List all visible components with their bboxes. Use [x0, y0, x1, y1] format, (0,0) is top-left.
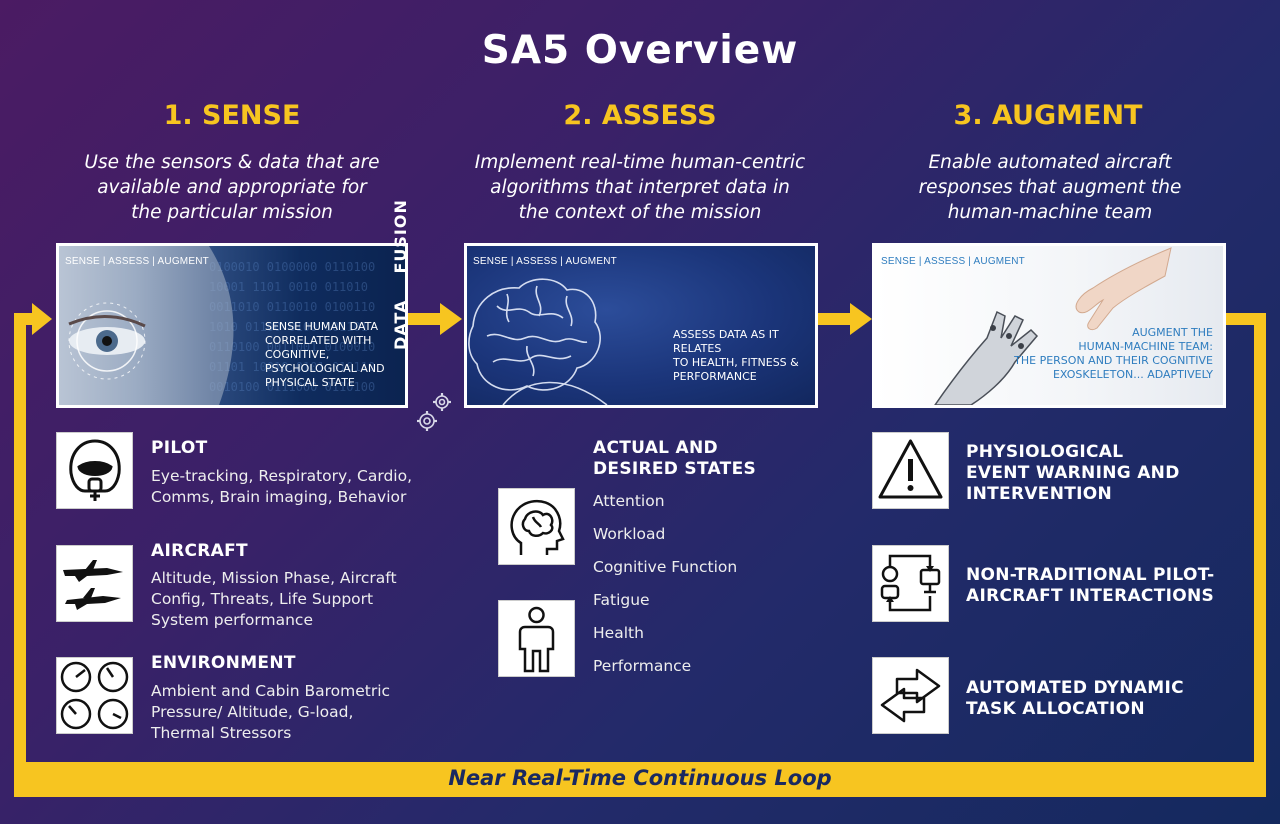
pilot-aircraft-interaction-icon	[872, 545, 949, 622]
description-line: Altitude, Mission Phase, Aircraft	[151, 569, 397, 587]
label-line: AUTOMATED DYNAMIC	[966, 678, 1184, 698]
panel-tag: SENSE | ASSESS | AUGMENT	[65, 256, 209, 267]
state-item: Health	[593, 624, 644, 642]
caption-line: AUGMENT THE	[1132, 326, 1213, 339]
sense-description: Use the sensors & data that are availabl…	[42, 150, 422, 225]
augment-description-line: responses that augment the	[918, 177, 1182, 198]
panel-tag: SENSE | ASSESS | AUGMENT	[881, 256, 1025, 267]
continuous-loop-label: Near Real-Time Continuous Loop	[448, 766, 832, 790]
warning-triangle-icon	[872, 432, 949, 509]
state-item: Fatigue	[593, 591, 650, 609]
sense-description-line: Use the sensors & data that are	[84, 152, 380, 173]
fighter-jets-icon	[56, 545, 133, 622]
assess-heading: 2. ASSESS	[563, 100, 717, 131]
svg-text:10001 1101 0010 011010: 10001 1101 0010 011010	[209, 280, 368, 294]
aircraft-heading: AIRCRAFT	[151, 541, 248, 561]
sense-image-panel: 0100010 0100000 0110100 10001 1101 0010 …	[56, 243, 408, 408]
augment-description-line: human-machine team	[947, 202, 1153, 223]
panel-tag: SENSE | ASSESS | AUGMENT	[473, 256, 617, 267]
description-line: Comms, Brain imaging, Behavior	[151, 488, 407, 506]
description-line: System performance	[151, 611, 313, 629]
caption-line: SENSE HUMAN DATA	[265, 320, 378, 333]
assess-description-line: algorithms that interpret data in	[490, 177, 790, 198]
augment-description: Enable automated aircraft responses that…	[860, 150, 1240, 225]
label-line: AIRCRAFT INTERACTIONS	[966, 586, 1215, 606]
human-figure-icon	[498, 600, 575, 677]
augment-description-line: Enable automated aircraft	[928, 152, 1172, 173]
state-item: Cognitive Function	[593, 558, 738, 576]
caption-line: ASSESS DATA AS IT RELATES	[673, 328, 779, 355]
caption-line: PSYCHOLOGICAL AND	[265, 362, 385, 375]
pilot-helmet-icon	[56, 432, 133, 509]
non-traditional-interactions-label: NON-TRADITIONAL PILOT- AIRCRAFT INTERACT…	[966, 565, 1214, 607]
augment-heading: 3. AUGMENT	[953, 100, 1143, 131]
gauges-icon	[56, 657, 133, 734]
label-line: EVENT WARNING AND	[966, 463, 1180, 483]
label-line: PHYSIOLOGICAL	[966, 442, 1124, 462]
description-line: Eye-tracking, Respiratory, Cardio,	[151, 467, 413, 485]
environment-heading: ENVIRONMENT	[151, 653, 296, 673]
sense-heading: 1. SENSE	[163, 100, 301, 131]
svg-text:0010100 0111000 0110100: 0010100 0111000 0110100	[209, 380, 375, 394]
caption-line: PHYSICAL STATE	[265, 376, 355, 389]
state-item: Performance	[593, 657, 692, 675]
svg-text:0100010 0100000 0110100: 0100010 0100000 0110100	[209, 260, 375, 274]
brain-head-icon	[498, 488, 575, 565]
svg-text:1010 01100 0100 101101: 1010 01100 0100 101101	[209, 320, 368, 334]
sense-description-line: available and appropriate for	[97, 177, 367, 198]
sense-panel-caption: SENSE HUMAN DATA CORRELATED WITH COGNITI…	[265, 320, 405, 390]
page-title: SA5 Overview	[481, 28, 799, 73]
label-line: TASK ALLOCATION	[966, 699, 1145, 719]
label-line: INTERVENTION	[966, 484, 1113, 504]
assess-description: Implement real-time human-centric algori…	[440, 150, 840, 225]
svg-text:0011010 0110010 0100110: 0011010 0110010 0100110	[209, 300, 375, 314]
caption-line: TO HEALTH, FITNESS &	[673, 356, 799, 369]
description-line: Config, Threats, Life Support	[151, 590, 374, 608]
caption-line: CORRELATED WITH COGNITIVE,	[265, 334, 372, 361]
states-heading: ACTUAL AND DESIRED STATES	[593, 438, 756, 480]
assess-panel-caption: ASSESS DATA AS IT RELATES TO HEALTH, FIT…	[673, 328, 815, 384]
svg-text:0110100 0011001 0100010: 0110100 0011001 0100010	[209, 340, 375, 354]
brain-illustration	[468, 278, 608, 405]
description-line: Pressure/ Altitude, G-load,	[151, 703, 354, 721]
state-item: Attention	[593, 492, 665, 510]
data-fusion-label: DATA FUSION	[383, 199, 417, 350]
caption-line: PERFORMANCE	[673, 370, 757, 383]
state-item: Workload	[593, 525, 666, 543]
data-fusion-word: DATA	[390, 299, 410, 350]
augment-image-panel: SENSE | ASSESS | AUGMENT AUGMENT THE HUM…	[872, 243, 1226, 408]
caption-line: EXOSKELETON... ADAPTIVELY	[1052, 368, 1213, 381]
assess-description-line: Implement real-time human-centric	[474, 152, 806, 173]
aircraft-description: Altitude, Mission Phase, Aircraft Config…	[151, 568, 397, 631]
task-allocation-label: AUTOMATED DYNAMIC TASK ALLOCATION	[966, 678, 1184, 720]
eye-face-illustration: 0100010 0100000 0110100 10001 1101 0010 …	[59, 246, 375, 405]
pilot-description: Eye-tracking, Respiratory, Cardio, Comms…	[151, 466, 412, 508]
svg-text:01101 10010 0101 010110: 01101 10010 0101 010110	[209, 360, 375, 374]
caption-line: THE PERSON AND THEIR COGNITIVE	[1014, 354, 1213, 367]
environment-description: Ambient and Cabin Barometric Pressure/ A…	[151, 681, 390, 744]
robot-human-hands-illustration	[934, 247, 1172, 405]
augment-panel-caption: AUGMENT THE HUMAN-MACHINE TEAM: THE PERS…	[1014, 326, 1213, 382]
data-fusion-word: FUSION	[390, 199, 410, 274]
gears-icon	[417, 393, 451, 431]
description-line: Thermal Stressors	[151, 724, 292, 742]
sense-description-line: the particular mission	[131, 202, 333, 223]
swap-arrows-icon	[872, 657, 949, 734]
heading-line: DESIRED STATES	[593, 459, 757, 479]
label-line: NON-TRADITIONAL PILOT-	[966, 565, 1215, 585]
pilot-heading: PILOT	[151, 438, 208, 458]
assess-image-panel: SENSE | ASSESS | AUGMENT ASSESS DATA AS …	[464, 243, 818, 408]
event-warning-label: PHYSIOLOGICAL EVENT WARNING AND INTERVEN…	[966, 442, 1180, 505]
heading-line: ACTUAL AND	[593, 438, 718, 458]
caption-line: HUMAN-MACHINE TEAM:	[1078, 340, 1213, 353]
assess-description-line: the context of the mission	[518, 202, 762, 223]
description-line: Ambient and Cabin Barometric	[151, 682, 391, 700]
